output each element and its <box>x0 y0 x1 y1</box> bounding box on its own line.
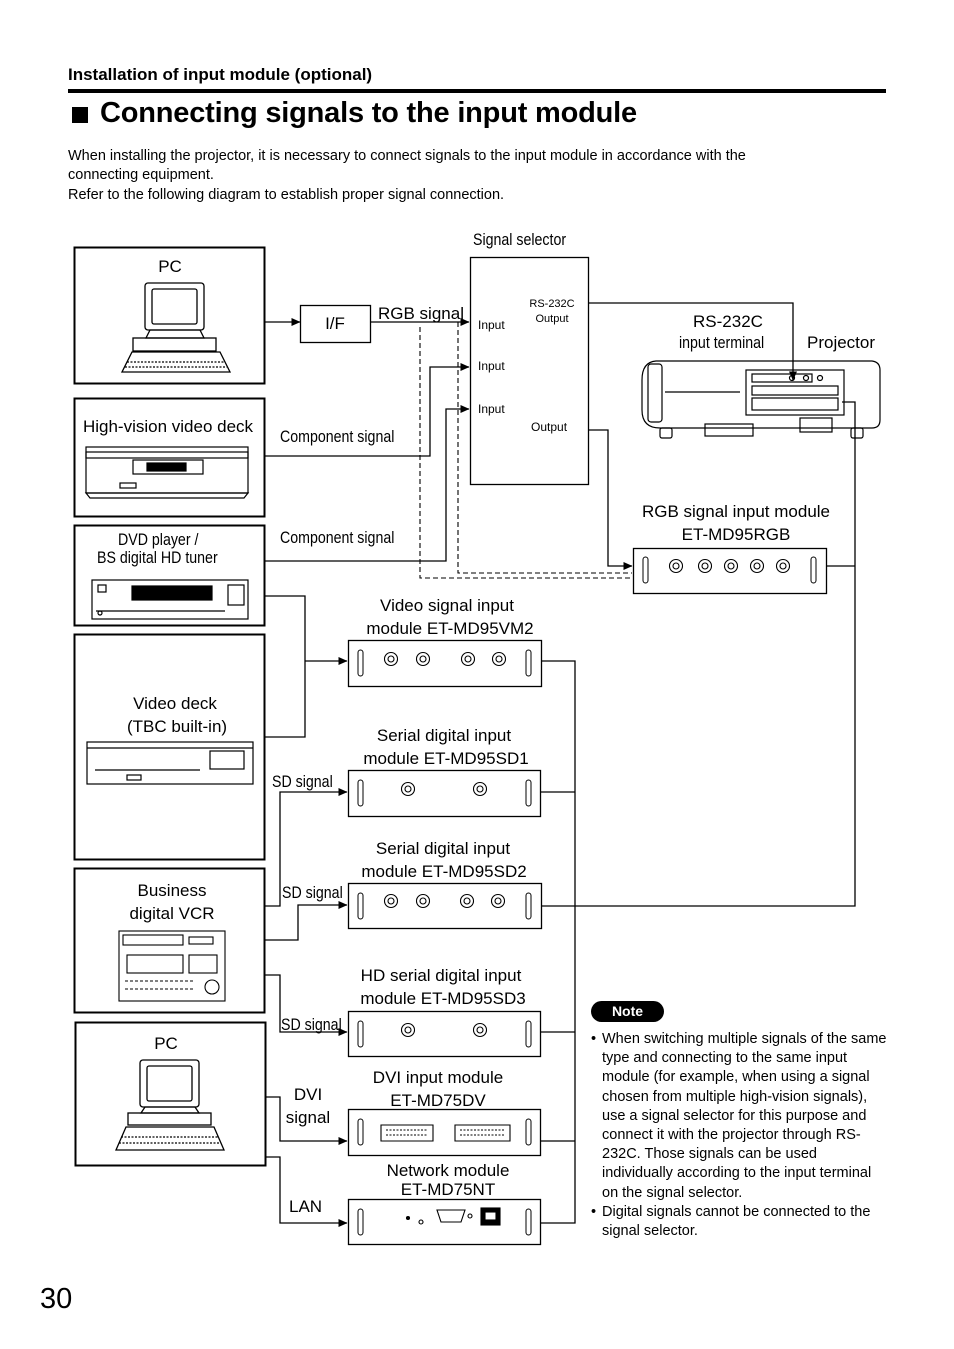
dvi-connectors <box>380 1124 511 1142</box>
lan-label: LAN <box>289 1197 323 1216</box>
sd-signal-label-2: SD signal <box>282 884 343 902</box>
title-bullet-icon <box>72 107 88 123</box>
sd2-module-line2: module ET-MD95SD2 <box>361 862 527 881</box>
component-signal-label-2: Component signal <box>280 529 395 547</box>
page-number: 30 <box>40 1283 73 1315</box>
dvi-module-line2: ET-MD75DV <box>390 1091 486 1110</box>
intro-line-2: connecting equipment. <box>68 167 214 183</box>
header-rule <box>68 89 886 93</box>
sd3-module-line1: HD serial digital input <box>360 966 522 985</box>
videodeck-box <box>73 633 266 861</box>
bnc-connectors <box>383 558 791 1038</box>
selector-input-1: Input <box>478 318 505 332</box>
pc-bottom-box <box>74 1021 267 1167</box>
pc-bottom-label: PC <box>154 1034 178 1053</box>
pc-top-label: PC <box>158 257 182 276</box>
sd3-module-line2: module ET-MD95SD3 <box>360 989 526 1008</box>
dvd-box <box>73 524 266 627</box>
hivision-box <box>73 397 266 518</box>
dvi-signal-label-line2: signal <box>285 1108 331 1127</box>
business-vcr-box <box>73 867 266 1014</box>
note-list: When switching multiple signals of the s… <box>590 1030 890 1241</box>
selector-input-2: Input <box>478 359 505 373</box>
rgb-bypass-dashed <box>419 322 632 579</box>
selector-output: Output <box>531 420 568 434</box>
note-badge: Note <box>591 1001 664 1022</box>
dvd-player-icon <box>91 579 249 620</box>
rs232c-terminal-line2: input terminal <box>679 334 765 352</box>
rs232c-terminal-line1: RS-232C <box>693 312 763 331</box>
sd1-module-line2: module ET-MD95SD1 <box>363 749 529 768</box>
intro-line-3: Refer to the following diagram to establ… <box>68 187 505 203</box>
module-boxes <box>347 547 828 1246</box>
page-title: Connecting signals to the input module <box>100 97 637 129</box>
dvd-label-line1: DVD player / <box>118 531 199 549</box>
hivision-deck-icon <box>84 446 250 499</box>
sd-signal-label-1: SD signal <box>272 773 333 791</box>
component-signal-label-1: Component signal <box>280 428 395 446</box>
selector-rs232c-line2: Output <box>535 313 569 325</box>
section-heading: Installation of input module (optional) <box>68 65 373 84</box>
selector-rs232c-line1: RS-232C <box>529 298 575 310</box>
signal-selector-box <box>469 256 590 486</box>
videodeck-label-line2: (TBC built-in) <box>126 717 228 736</box>
note-item: When switching multiple signals of the s… <box>590 1030 890 1203</box>
nt-module-line2: ET-MD75NT <box>400 1180 496 1199</box>
rgb-module-line2: ET-MD95RGB <box>681 525 791 544</box>
signal-selector-label: Signal selector <box>473 231 567 249</box>
if-box <box>299 304 372 344</box>
module-side-slots <box>357 556 817 1236</box>
rgb-signal-label: RGB signal <box>378 304 464 323</box>
pc-top-icon <box>120 282 232 373</box>
video-deck-icon <box>86 741 254 785</box>
note-item: Digital signals cannot be connected to t… <box>590 1203 890 1241</box>
business-vcr-icon <box>118 930 226 1002</box>
pc-bottom-icon <box>115 1059 225 1151</box>
projector-label: Projector <box>807 333 876 352</box>
if-label: I/F <box>325 314 345 333</box>
rgb-module-line1: RGB signal input module <box>641 502 831 521</box>
connection-lines <box>265 302 856 1227</box>
sd-signal-label-3: SD signal <box>281 1016 342 1034</box>
sd1-module-line1: Serial digital input <box>376 726 512 745</box>
vm2-module-line1: Video signal input <box>380 596 514 615</box>
dvd-label-line2: BS digital HD tuner <box>97 549 218 567</box>
dvi-signal-label-line1: DVI <box>293 1085 323 1104</box>
business-label-line2: digital VCR <box>129 904 215 923</box>
intro-line-1: When installing the projector, it is nec… <box>68 148 746 164</box>
nt-module-line1: Network module <box>386 1161 510 1180</box>
vm2-module-line2: module ET-MD95VM2 <box>366 619 534 638</box>
dvi-module-line1: DVI input module <box>372 1068 504 1087</box>
network-connectors <box>405 1207 501 1226</box>
videodeck-label-line1: Video deck <box>133 694 217 713</box>
pc-top-box <box>73 246 266 385</box>
hivision-label: High-vision video deck <box>82 417 254 436</box>
projector-icon <box>641 360 881 439</box>
business-label-line1: Business <box>137 881 207 900</box>
selector-input-3: Input <box>478 402 505 416</box>
sd2-module-line1: Serial digital input <box>375 839 511 858</box>
